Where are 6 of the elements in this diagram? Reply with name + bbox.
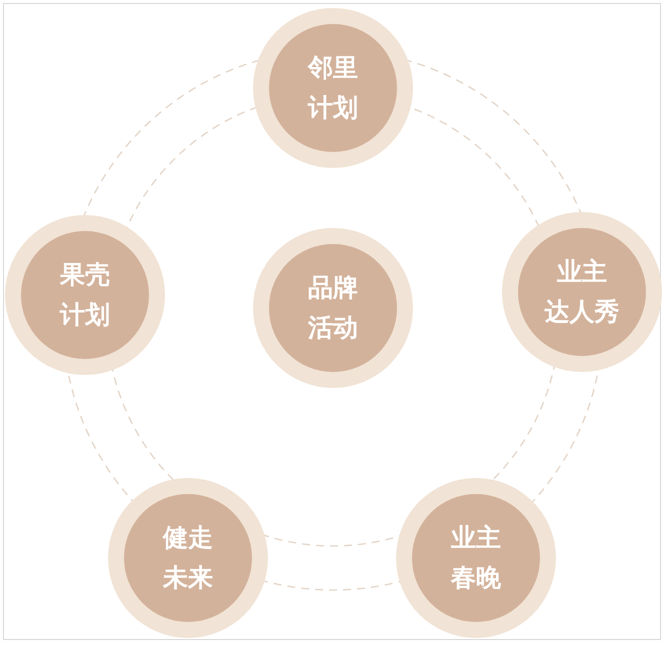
node-label: 果壳计划: [60, 259, 110, 331]
node-label: 健走未来: [163, 522, 213, 594]
node-label: 品牌活动: [308, 272, 358, 344]
node-label: 业主春晚: [451, 522, 501, 594]
node-label: 邻里计划: [308, 52, 358, 124]
node-label: 业主达人秀: [544, 256, 620, 328]
